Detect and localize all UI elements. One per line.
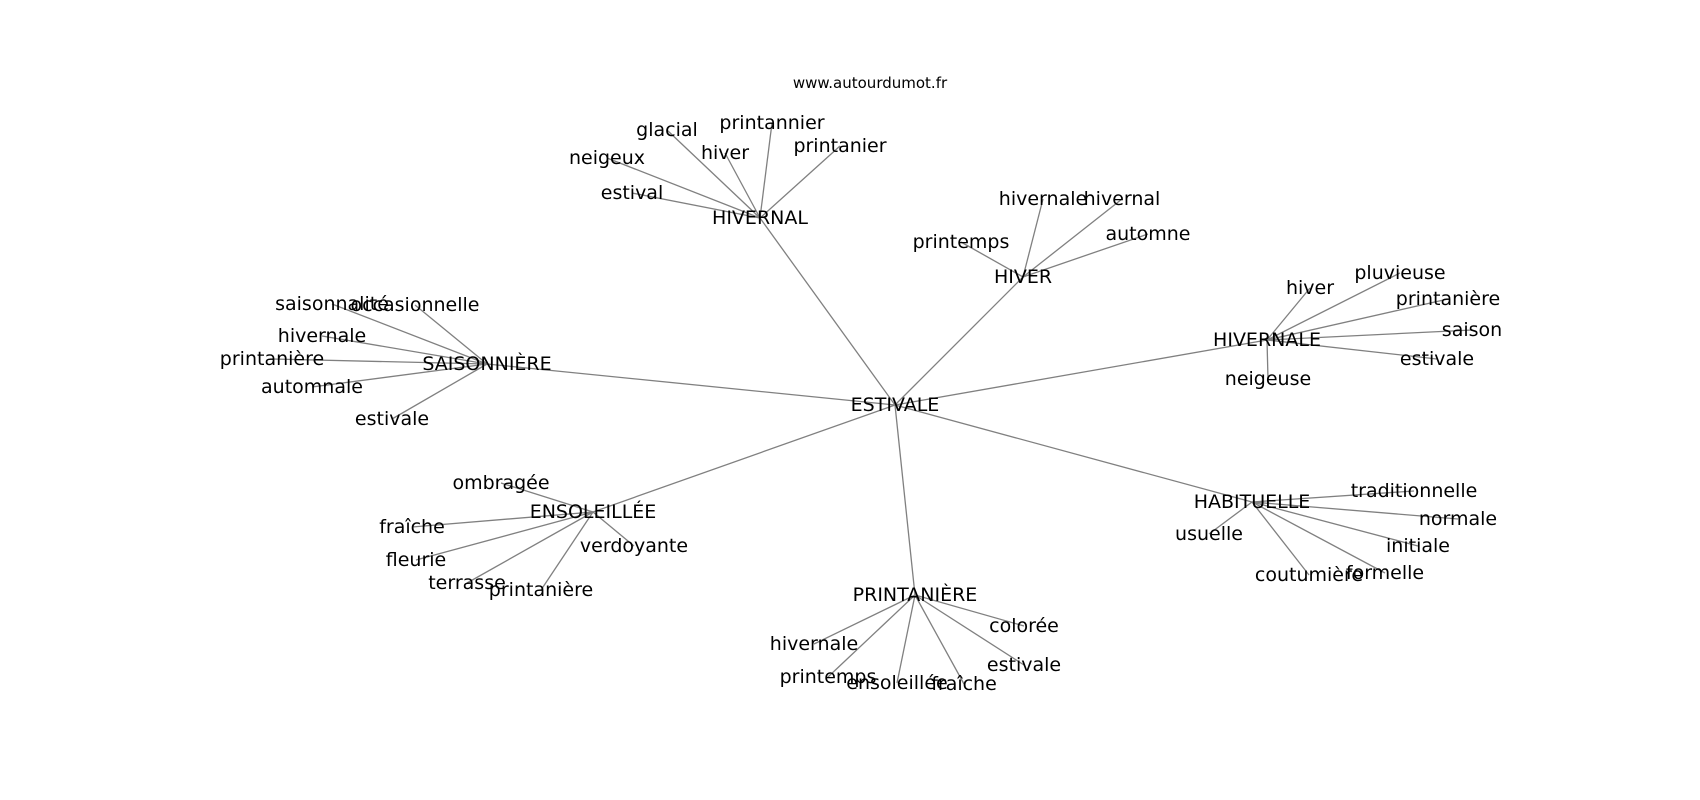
leaf-node: hivernale — [770, 633, 858, 655]
leaf-node: estivale — [987, 654, 1061, 676]
edge-center-to-hub — [592, 404, 896, 513]
edge-hub-to-leaf — [1266, 298, 1449, 341]
leaf-node: automne — [1106, 223, 1191, 245]
edge-center-to-hub — [894, 276, 1024, 406]
leaf-node: ensoleillée — [846, 672, 947, 694]
leaf-node: saisonnalité — [275, 293, 389, 315]
edge-hub-to-leaf — [391, 363, 488, 420]
leaf-node: occasionnelle — [351, 294, 480, 316]
edge-hub-to-leaf — [414, 304, 488, 365]
leaf-node: hivernal — [1084, 188, 1161, 210]
edge-hub-to-leaf — [724, 152, 761, 219]
edge-hub-to-leaf — [1022, 233, 1149, 278]
edge-hub-to-leaf — [960, 241, 1024, 278]
edge-hub-to-leaf — [1022, 198, 1123, 278]
leaf-node: hivernale — [278, 325, 366, 347]
leaf-node: printanière — [1396, 288, 1500, 310]
edge-hub-to-leaf — [1251, 501, 1459, 520]
edge-hub-to-leaf — [500, 482, 594, 513]
leaf-node: glacial — [636, 119, 698, 141]
leaf-node: coutumière — [1255, 564, 1363, 586]
edge-hub-to-leaf — [592, 511, 635, 547]
edge-hub-to-leaf — [631, 192, 761, 219]
leaf-node: verdoyante — [580, 535, 688, 557]
edge-hub-to-leaf — [759, 145, 841, 219]
edge-hub-to-leaf — [813, 594, 916, 645]
edge-hub-to-leaf — [1266, 339, 1269, 380]
edge-hub-to-leaf — [271, 358, 488, 365]
leaf-node: printemps — [913, 231, 1010, 253]
edge-hub-to-leaf — [666, 129, 761, 219]
edge-hub-to-leaf — [1266, 339, 1438, 360]
leaf-node: initiale — [1386, 535, 1450, 557]
edge-hub-to-leaf — [1251, 501, 1386, 574]
edge-center-to-hub — [894, 404, 916, 596]
edge-hub-to-leaf — [321, 335, 488, 365]
edge-hub-to-leaf — [1266, 287, 1311, 341]
hub-node: PRINTANIÈRE — [853, 583, 978, 606]
leaf-node: traditionnelle — [1351, 480, 1478, 502]
edge-hub-to-leaf — [914, 594, 1025, 627]
leaf-node: estivale — [1400, 348, 1474, 370]
leaf-node: printanier — [793, 135, 886, 157]
leaf-node: formelle — [1346, 562, 1424, 584]
edge-center-to-hub — [894, 404, 1253, 503]
leaf-node: neigeuse — [1225, 368, 1311, 390]
edge-center-to-hub — [894, 339, 1268, 406]
edge-hub-to-leaf — [914, 594, 1025, 666]
leaf-node: neigeux — [569, 147, 645, 169]
leaf-node: estival — [601, 182, 663, 204]
edge-hub-to-leaf — [1266, 272, 1401, 341]
leaf-node: hiver — [701, 142, 749, 164]
edge-hub-to-leaf — [606, 157, 761, 219]
leaf-node: terrasse — [428, 572, 506, 594]
edge-hub-to-leaf — [1208, 501, 1253, 535]
edge-hub-to-leaf — [827, 594, 916, 678]
graph-edges — [271, 122, 1473, 685]
edge-hub-to-leaf — [1251, 490, 1415, 503]
edge-hub-to-leaf — [896, 594, 916, 684]
edge-hub-to-leaf — [1022, 198, 1044, 278]
leaf-node: ombragée — [452, 472, 549, 494]
hub-node: SAISONNIÈRE — [422, 352, 551, 375]
leaf-node: usuelle — [1175, 523, 1243, 545]
leaf-node: printanière — [489, 579, 593, 601]
hub-node: HIVERNALE — [1213, 329, 1321, 351]
edge-hub-to-leaf — [311, 363, 488, 388]
edge-hub-to-leaf — [540, 511, 594, 591]
edge-hub-to-leaf — [331, 303, 488, 365]
edge-hub-to-leaf — [411, 511, 594, 528]
edge-hub-to-leaf — [415, 511, 594, 561]
source-label: www.autourdumot.fr — [793, 74, 948, 92]
leaf-node: printanière — [220, 348, 324, 370]
leaf-node: fraîche — [931, 673, 997, 695]
leaf-node: printemps — [780, 666, 877, 688]
edge-hub-to-leaf — [1266, 329, 1473, 341]
leaf-node: normale — [1419, 508, 1497, 530]
leaf-node: colorée — [989, 615, 1059, 637]
leaf-node: fraîche — [379, 516, 445, 538]
leaf-node: printannier — [719, 112, 824, 134]
edge-hub-to-leaf — [914, 594, 965, 685]
edge-hub-to-leaf — [466, 511, 594, 584]
leaf-node: hivernale — [999, 188, 1087, 210]
hub-node: HABITUELLE — [1194, 491, 1311, 513]
leaf-node: automnale — [261, 376, 363, 398]
edge-center-to-hub — [759, 217, 896, 406]
leaf-node: saison — [1442, 319, 1502, 341]
hub-node: HIVERNAL — [712, 207, 808, 229]
center-node: ESTIVALE — [851, 394, 940, 416]
edge-hub-to-leaf — [1251, 501, 1310, 576]
edge-center-to-hub — [486, 363, 896, 406]
leaf-node: fleurie — [386, 549, 446, 571]
edge-hub-to-leaf — [1251, 501, 1419, 547]
leaf-node: estivale — [355, 408, 429, 430]
hub-node: ENSOLEILLÉE — [530, 500, 657, 523]
graph-labels: www.autourdumot.fr ESTIVALE HIVERNAL glaci… — [220, 74, 1502, 695]
leaf-node: pluvieuse — [1354, 262, 1445, 284]
edge-hub-to-leaf — [759, 122, 773, 219]
leaf-node: hiver — [1286, 277, 1334, 299]
hub-node: HIVER — [994, 266, 1052, 288]
